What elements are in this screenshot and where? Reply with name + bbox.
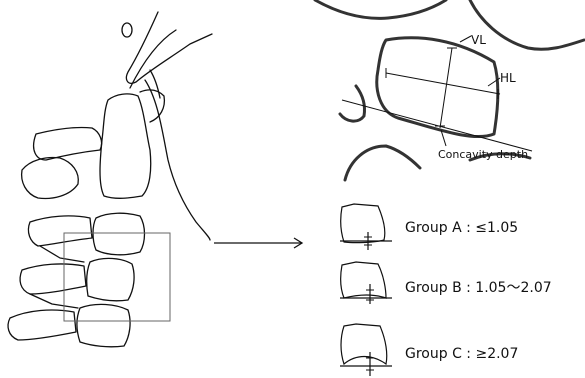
- hl-leader: [487, 77, 501, 87]
- facet-line-c4-c5: [29, 293, 79, 309]
- group-c-icon: [340, 323, 392, 376]
- group-a-icon: [340, 203, 392, 250]
- concavity-leader: [440, 129, 447, 147]
- right-arrow: [214, 237, 304, 249]
- hl-label: HL: [500, 71, 516, 85]
- lower-right-edge: [468, 152, 532, 162]
- c5-posterior: [7, 309, 77, 341]
- left-adjacent-structure: [338, 84, 366, 123]
- measured-vertebral-body: [375, 36, 500, 139]
- upper-right-vertebra-edge: [468, 0, 585, 51]
- vertebra-c2: [99, 93, 152, 199]
- c2-spinous: [20, 156, 79, 200]
- vertebra-c4: [86, 257, 135, 302]
- jaw-line: [129, 29, 177, 89]
- region-of-interest-box: [63, 232, 171, 322]
- c2-posterior-arch: [32, 126, 103, 161]
- vertebra-c5: [76, 303, 131, 348]
- c4-posterior: [19, 263, 87, 295]
- vertebra-measurement-detail: [313, 0, 585, 182]
- soft-tissue-curve: [144, 79, 211, 241]
- group-b-label: Group B : 1.05～2.07: [405, 280, 552, 296]
- upper-vertebra-edge: [313, 0, 448, 20]
- small-ring: [121, 22, 133, 38]
- group-a-label: Group A : ≤1.05: [405, 220, 518, 236]
- vl-label: VL: [471, 33, 486, 47]
- dens-line: [149, 69, 161, 99]
- vl-line: [439, 47, 453, 129]
- concavity-depth-label: Concavity depth: [438, 148, 528, 161]
- facet-line-c3-c4: [39, 245, 85, 263]
- measurement-lines: [341, 35, 533, 152]
- group-c-label: Group C : ≥2.07: [405, 346, 518, 362]
- c2-dens: [139, 89, 166, 123]
- mandible-outline: [125, 11, 213, 84]
- c3-posterior: [27, 215, 93, 247]
- lateral-cervical-spine-drawing: [7, 11, 213, 348]
- group-b-icon: [340, 261, 392, 304]
- hl-line: [385, 72, 501, 95]
- vertebra-c3: [92, 212, 146, 256]
- vl-leader: [459, 35, 472, 43]
- lower-vertebra-edge: [343, 144, 422, 182]
